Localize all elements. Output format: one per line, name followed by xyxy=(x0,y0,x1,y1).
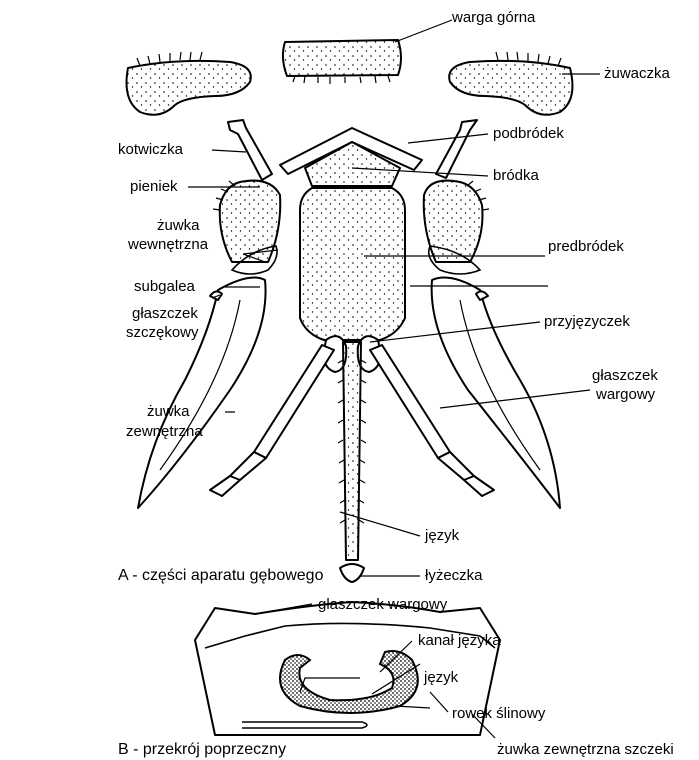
caption-a: A - części aparatu gębowego xyxy=(118,567,324,584)
left-cardo-shape xyxy=(228,120,272,180)
label-jezyk: język xyxy=(424,527,460,544)
label-glaszczek-wargowy-2: wargowy xyxy=(595,386,656,403)
label-zuwka-zewnetrzna-2: zewnętrzna xyxy=(126,423,203,440)
label-b-kanal-jezyka: kanał języka xyxy=(418,632,501,649)
label-glaszczek-szczekowy-1: głaszczek xyxy=(132,305,198,322)
label-zuwaczka: żuwaczka xyxy=(604,65,671,82)
flabellum-shape xyxy=(340,564,364,582)
prementum-shape xyxy=(300,188,405,340)
right-galea-shape xyxy=(432,278,560,508)
right-labial-palp-shape xyxy=(370,345,450,458)
label-podbrodek: podbródek xyxy=(493,125,564,142)
label-glaszczek-szczekowy-2: szczękowy xyxy=(126,324,199,341)
label-warga-gorna: warga górna xyxy=(451,9,536,26)
left-labial-palp-shape xyxy=(254,345,334,458)
label-przedbrodek: predbródek xyxy=(548,238,624,255)
label-b-jezyk: język xyxy=(423,669,459,686)
label-b-rowek-slinowy: rowek ślinowy xyxy=(452,705,546,722)
label-pieniek: pieniek xyxy=(130,178,178,195)
right-labial-palp-tip xyxy=(438,452,494,496)
label-subgalea: subgalea xyxy=(134,278,196,295)
label-brodka: bródka xyxy=(493,167,540,184)
label-zuwka-wewnetrzna-1: żuwka xyxy=(157,217,200,234)
label-b-zuwka-zewnetrzna-szczeki: żuwka zewnętrzna szczeki xyxy=(497,741,674,758)
label-zuwka-wewnetrzna-2: wewnętrzna xyxy=(127,236,209,253)
label-kotwiczka: kotwiczka xyxy=(118,141,184,158)
left-mandible-shape xyxy=(127,61,251,115)
label-przyjezyczek: przyjęzyczek xyxy=(544,313,630,330)
label-glaszczek-wargowy-1: głaszczek xyxy=(592,367,658,384)
glossa-shape xyxy=(343,342,361,560)
right-stipes-shape xyxy=(424,181,483,262)
left-stipes-shape xyxy=(220,181,281,262)
right-cardo-shape xyxy=(436,120,477,178)
label-zuwka-zewnetrzna-1: żuwka xyxy=(147,403,190,420)
caption-b: B - przekrój poprzeczny xyxy=(118,741,286,758)
labrum-shape xyxy=(283,40,401,76)
label-b-glaszczek-wargowy: głaszczek wargowy xyxy=(318,596,448,613)
label-lyzeczka: łyżeczka xyxy=(425,567,483,584)
right-mandible-shape xyxy=(449,61,572,115)
labrum-hairs xyxy=(293,76,390,84)
left-labial-palp-tip xyxy=(210,452,266,496)
